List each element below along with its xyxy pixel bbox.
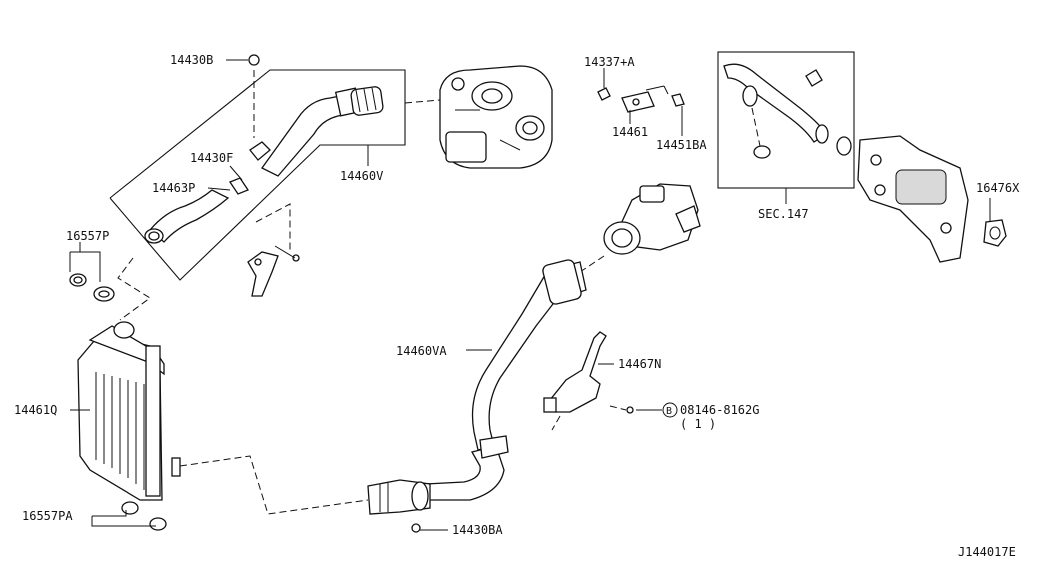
label-14460va: 14460VA [396, 344, 447, 358]
label-16476x: 16476X [976, 181, 1020, 195]
label-14463p: 14463P [152, 181, 195, 195]
ring-16557pa-a [121, 501, 139, 515]
sec147-group [717, 51, 855, 189]
label-14467n: 14467N [618, 357, 661, 371]
hose-14463p [149, 189, 230, 243]
label-14451ba: 14451BA [656, 138, 707, 152]
label-bolt-qty: ( 1 ) [680, 417, 716, 431]
part-14430f [229, 177, 249, 195]
label-bolt-symbol: B [666, 406, 672, 417]
label-14430ba: 14430BA [452, 523, 503, 537]
label-16557p: 16557P [66, 229, 109, 243]
hose-14460va [367, 259, 587, 533]
label-sec147: SEC.147 [758, 207, 809, 221]
ring-16557pa-b [149, 517, 167, 531]
bracket-14467n [543, 331, 634, 431]
exhaust-manifold [857, 135, 1007, 263]
diagram-id: J144017E [958, 545, 1016, 559]
outlet-unit [603, 183, 701, 255]
label-14337a: 14337+A [584, 55, 635, 69]
label-bolt: 08146-8162G [680, 403, 759, 417]
bolt-14451ba [671, 93, 685, 107]
label-14460v: 14460V [340, 169, 383, 183]
bolt-14337a [597, 87, 611, 101]
label-14430f: 14430F [190, 151, 233, 165]
intercooler-14461q [77, 321, 181, 501]
label-14461q: 14461Q [14, 403, 57, 417]
upper-hose-group [109, 69, 406, 297]
label-16557pa: 16557PA [22, 509, 73, 523]
label-14461: 14461 [612, 125, 648, 139]
label-14430b: 14430B [170, 53, 213, 67]
bracket-14461-group [597, 85, 685, 113]
bolt-symbol-circle [662, 402, 678, 418]
turbocharger [439, 65, 553, 169]
gasket-16476x [983, 219, 1007, 247]
